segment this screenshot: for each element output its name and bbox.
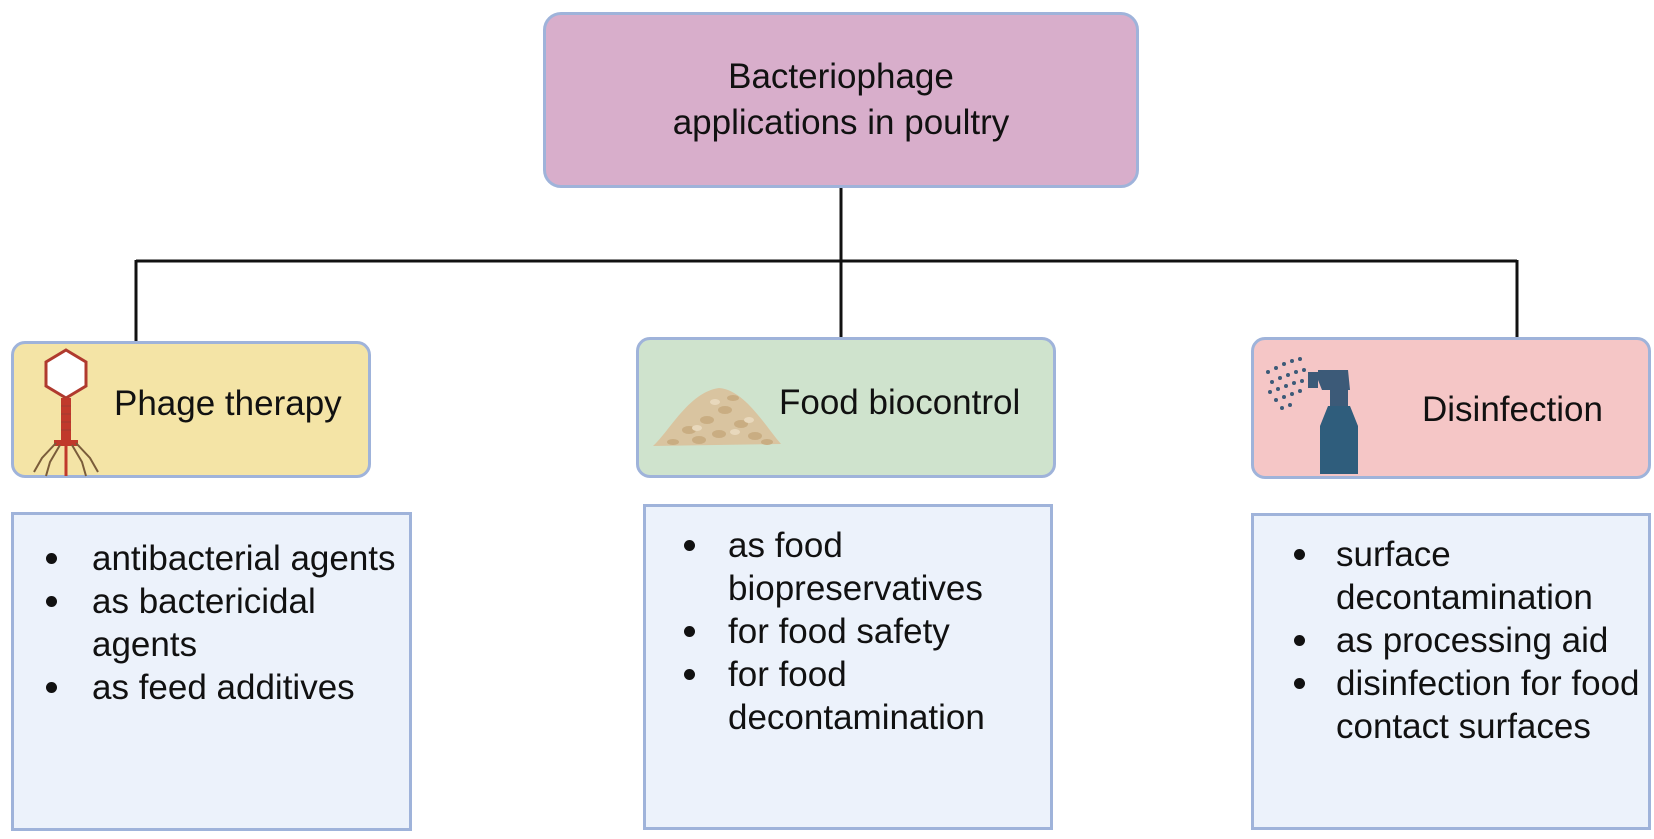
list-food-biocontrol: as food biopreservatives for food safety…	[643, 504, 1053, 830]
category-label: Phage therapy	[114, 384, 342, 423]
category-phage-therapy: Phage therapy	[11, 341, 371, 478]
list-item: antibacterial agents	[14, 537, 409, 580]
category-label: Food biocontrol	[779, 383, 1021, 422]
list-item: as bactericidal agents	[14, 580, 409, 666]
list-item: disinfection for food contact surfaces	[1254, 662, 1648, 748]
category-label: Disinfection	[1422, 390, 1603, 429]
bacteriophage-icon	[33, 348, 99, 477]
list-item: for food decontamination	[646, 653, 1050, 739]
list-disinfection: surface decontamination as processing ai…	[1251, 513, 1651, 830]
list-item: as food biopreservatives	[646, 524, 1050, 610]
list-item: surface decontamination	[1254, 533, 1648, 619]
category-disinfection: Disinfection	[1251, 337, 1651, 479]
root-title: Bacteriophage applications in poultry	[672, 57, 1010, 142]
grain-pile-icon	[653, 388, 781, 446]
list-item: as feed additives	[14, 666, 409, 709]
root-node: Bacteriophage applications in poultry	[543, 12, 1139, 188]
list-item: for food safety	[646, 610, 1050, 653]
spray-bottle-icon	[1266, 357, 1358, 474]
list-item: as processing aid	[1254, 619, 1648, 662]
list-phage-therapy: antibacterial agents as bactericidal age…	[11, 512, 412, 831]
category-food-biocontrol: Food biocontrol	[636, 337, 1056, 478]
